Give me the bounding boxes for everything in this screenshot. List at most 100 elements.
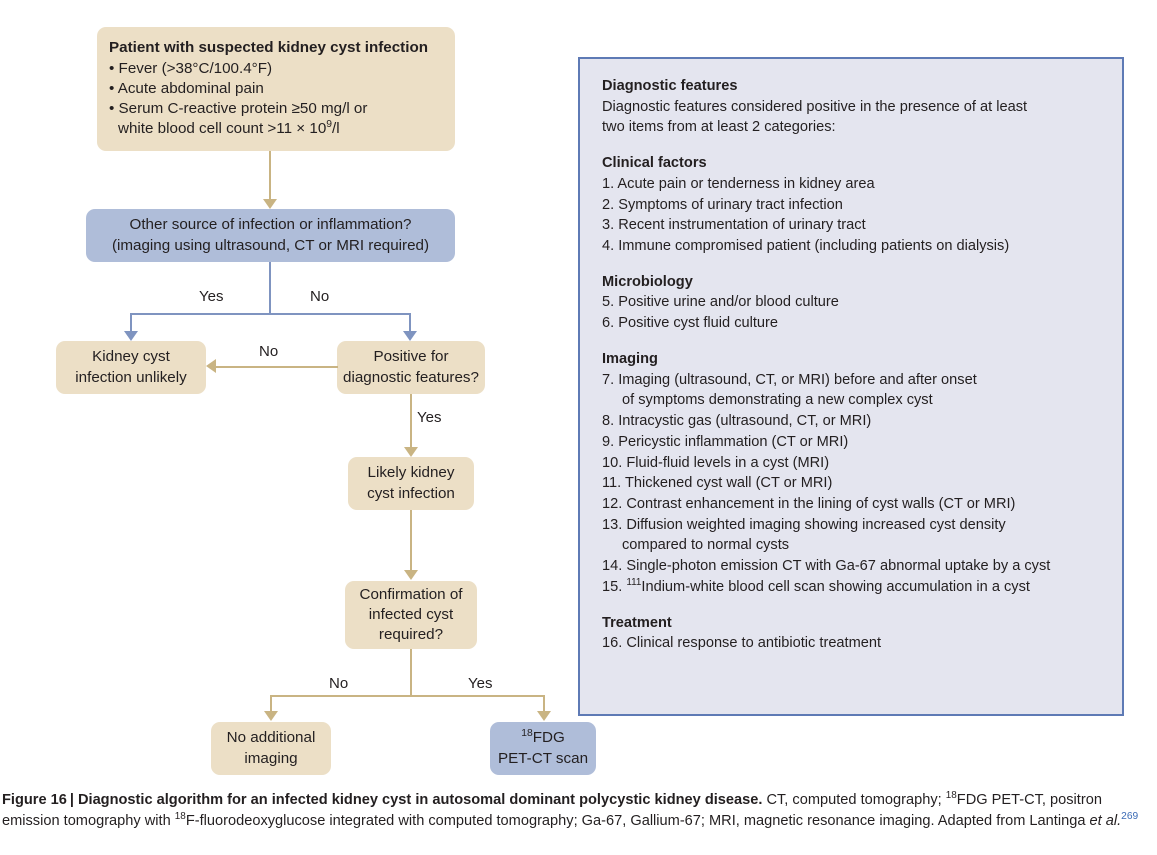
panel-spacer-4 — [602, 598, 1104, 613]
edge-label-confirmation-yes: Yes — [468, 675, 493, 692]
start-bullet-2: • Acute abdominal pain — [109, 79, 264, 97]
start-bullet-3-cont: white blood cell count >11 × 109/l — [109, 119, 340, 139]
panel-item-2: 2. Symptoms of urinary tract infection — [602, 196, 843, 213]
start-bullet-cont-sup: 9 — [326, 119, 333, 131]
arrowhead-features-no — [206, 359, 216, 373]
panel-section-clinical-factors-heading: Clinical factors — [602, 155, 707, 172]
arrowhead-start-to-other — [263, 199, 277, 209]
start-title: Patient with suspected kidney cyst infec… — [109, 39, 429, 57]
no-imaging-line-2: imaging — [244, 749, 298, 767]
edge-label-features-yes: Yes — [417, 409, 442, 426]
panel-section-imaging-heading: Imaging — [602, 350, 658, 367]
figure-legend-part-3: F-fluorodeoxyglucose integrated with com… — [185, 813, 1090, 829]
panel-item-4: 4. Immune compromised patient (including… — [602, 238, 1010, 255]
figure-fdg-superscript: 18 — [945, 790, 957, 802]
petct-line-2: PET-CT scan — [497, 749, 589, 767]
flow-node-likely-infection: Likely kidney cyst infection — [348, 457, 474, 510]
start-bullet-3: • Serum C-reactive protein ≥50 mg/l or — [109, 100, 368, 118]
connector-other-down — [269, 262, 271, 315]
figure-title: Diagnostic algorithm for an infected kid… — [77, 792, 763, 808]
edge-label-other-no: No — [310, 288, 330, 305]
connector-confirmation-horizontal — [270, 695, 545, 697]
other-source-line-2: (imaging using ultrasound, CT or MRI req… — [111, 236, 430, 254]
start-bullet-1: • Fever (>38°C/100.4°F) — [109, 59, 273, 77]
flow-node-no-additional-imaging: No additional imaging — [211, 722, 331, 775]
arrowhead-confirmation-yes — [537, 711, 551, 721]
panel-item-15-number: 15. — [602, 578, 627, 595]
panel-item-16: 16. Clinical response to antibiotic trea… — [602, 635, 882, 652]
unlikely-line-1: Kidney cyst — [92, 348, 170, 366]
flow-node-infection-unlikely: Kidney cyst infection unlikely — [56, 341, 206, 394]
panel-spacer-2 — [602, 257, 1104, 272]
petct-superscript: 18 — [521, 728, 533, 740]
connector-confirmation-down — [410, 649, 412, 697]
connector-other-no-down — [409, 313, 411, 333]
panel-item-13: 13. Diffusion weighted imaging showing i… — [602, 516, 1006, 533]
arrowhead-features-yes — [404, 447, 418, 457]
connector-other-horizontal — [130, 313, 410, 315]
figure-label: Figure 16 — [2, 792, 67, 808]
panel-item-6: 6. Positive cyst fluid culture — [602, 315, 779, 332]
connector-start-to-other — [269, 151, 271, 201]
flow-node-start: Patient with suspected kidney cyst infec… — [97, 27, 455, 151]
connector-features-no — [216, 366, 338, 368]
arrowhead-likely-to-confirmation — [404, 570, 418, 580]
flow-node-other-source: Other source of infection or inflammatio… — [86, 209, 455, 262]
figure-et-al: et al. — [1089, 813, 1122, 829]
flow-node-petct-scan: 18FDG PET-CT scan — [490, 722, 596, 775]
panel-item-7: 7. Imaging (ultrasound, CT, or MRI) befo… — [602, 371, 977, 388]
edge-label-other-yes: Yes — [199, 288, 224, 305]
figure-caption: Figure 16 | Diagnostic algorithm for an … — [2, 790, 1154, 832]
panel-item-14: 14. Single-photon emission CT with Ga-67… — [602, 558, 1051, 575]
panel-item-8: 8. Intracystic gas (ultrasound, CT, or M… — [602, 413, 872, 430]
arrowhead-other-yes — [124, 331, 138, 341]
petct-line-1-text: FDG — [532, 729, 565, 747]
figure-legend-part-2: FDG PET-CT, positron emission tomography… — [2, 792, 1102, 829]
figure-reference-number: 269 — [1121, 811, 1139, 823]
connector-confirmation-no-down — [270, 695, 272, 713]
arrowhead-confirmation-no — [264, 711, 278, 721]
petct-line-1: 18FDG — [521, 728, 565, 748]
panel-item-9: 9. Pericystic inflammation (CT or MRI) — [602, 433, 849, 450]
no-imaging-line-1: No additional — [226, 729, 316, 747]
panel-section-microbiology-heading: Microbiology — [602, 273, 693, 290]
other-source-line-1: Other source of infection or inflammatio… — [129, 216, 412, 234]
confirmation-line-3: required? — [378, 626, 444, 644]
panel-spacer-1 — [602, 138, 1104, 153]
arrowhead-other-no — [403, 331, 417, 341]
panel-item-1: 1. Acute pain or tenderness in kidney ar… — [602, 175, 875, 192]
diagnostic-features-panel: Diagnostic features Diagnostic features … — [578, 57, 1124, 716]
panel-item-5: 5. Positive urine and/or blood culture — [602, 294, 839, 311]
panel-item-7-continued: of symptoms demonstrating a new complex … — [622, 392, 933, 409]
connector-likely-to-confirmation — [410, 510, 412, 572]
panel-item-12: 12. Contrast enhancement in the lining o… — [602, 495, 1016, 512]
confirmation-line-1: Confirmation of — [359, 585, 463, 603]
figure-separator: | — [69, 792, 74, 808]
panel-section-treatment-heading: Treatment — [602, 614, 672, 631]
panel-item-11: 11. Thickened cyst wall (CT or MRI) — [602, 475, 833, 492]
panel-spacer-3 — [602, 334, 1104, 349]
panel-item-15-superscript: 111 — [626, 576, 642, 588]
figure-f-superscript: 18 — [174, 811, 186, 823]
start-bullet-cont-text: white blood cell count >11 × 10 — [118, 120, 327, 138]
flow-node-confirmation: Confirmation of infected cyst required? — [345, 581, 477, 649]
likely-line-2: cyst infection — [367, 484, 455, 502]
panel-item-15: 15. 111Indium-white blood cell scan show… — [602, 577, 1104, 598]
figure-legend-part-1: CT, computed tomography; — [762, 792, 946, 808]
confirmation-line-2: infected cyst — [368, 605, 454, 623]
connector-other-yes-down — [130, 313, 132, 333]
panel-item-15-text: Indium-white blood cell scan showing acc… — [641, 578, 1030, 595]
panel-heading: Diagnostic features — [602, 78, 738, 94]
unlikely-line-2: infection unlikely — [75, 368, 187, 386]
panel-item-3: 3. Recent instrumentation of urinary tra… — [602, 217, 866, 234]
panel-item-10: 10. Fluid-fluid levels in a cyst (MRI) — [602, 454, 830, 471]
positive-features-line-1: Positive for — [373, 348, 449, 366]
panel-item-13-continued: compared to normal cysts — [622, 537, 790, 554]
positive-features-line-2: diagnostic features? — [343, 368, 479, 386]
edge-label-features-no: No — [259, 343, 279, 360]
panel-intro-line-2: two items from at least 2 categories: — [602, 119, 836, 136]
start-bullet-cont-end: /l — [332, 120, 340, 138]
connector-features-yes — [410, 394, 412, 449]
edge-label-confirmation-no: No — [329, 675, 349, 692]
